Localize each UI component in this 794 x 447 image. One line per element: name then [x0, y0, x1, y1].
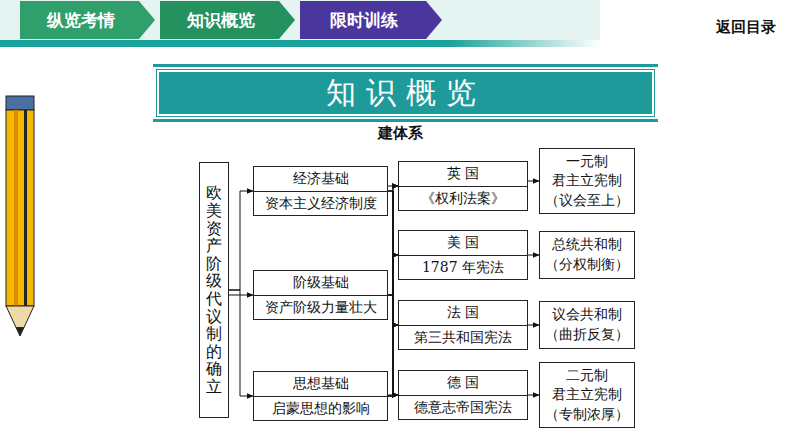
box-text: 纵览考情: [47, 9, 115, 32]
nav-tab: 限时训练: [300, 1, 442, 39]
box-text: （曲折反复）: [544, 325, 630, 345]
box-text: （分权制衡）: [544, 255, 630, 275]
two-row-box: 美 国1787 年宪法: [398, 230, 528, 280]
connector: [528, 255, 539, 256]
result-box: 议会共和制（曲折反复）: [539, 301, 635, 348]
band-rule: [153, 64, 658, 67]
box-body: 资本主义经济制度: [254, 191, 387, 216]
box-text: 一元制 君主立宪制: [544, 152, 630, 191]
tab-shape: [160, 1, 295, 39]
box-text: （专制浓厚）: [544, 405, 630, 425]
box-body: 德意志帝国宪法: [399, 395, 527, 420]
box-text: 欧美资产阶级代议制的确立: [206, 184, 222, 395]
box-heading: 经济基础: [254, 167, 387, 191]
teal-strip: [0, 40, 600, 47]
box-body: 1787 年宪法: [399, 255, 527, 280]
box-text: 知识概览: [326, 73, 486, 114]
box-body: 资产阶级力量壮大: [254, 295, 387, 320]
two-row-box: 思想基础启蒙思想的影响: [253, 371, 388, 421]
box-body: 第三共和国宪法: [399, 325, 527, 350]
connector: [229, 295, 253, 296]
connector: [388, 255, 398, 396]
box-heading: 阶级基础: [254, 271, 387, 295]
connector: [528, 181, 539, 182]
two-row-box: 阶级基础资产阶级力量壮大: [253, 270, 388, 320]
box-heading: 英 国: [399, 162, 527, 186]
box-text: 知识概览: [187, 9, 255, 32]
box-body: 《权利法案》: [399, 186, 527, 211]
box-text: 议会共和制: [544, 305, 630, 325]
section-heading: 建体系: [378, 124, 423, 143]
nav-tab: 知识概览: [160, 1, 295, 39]
connector: [388, 325, 398, 396]
result-box: 一元制 君主立宪制（议会至上）: [539, 148, 635, 215]
box-heading: 法 国: [399, 301, 527, 325]
two-row-box: 英 国《权利法案》: [398, 161, 528, 211]
connector: [528, 395, 539, 396]
result-box: 二元制 君主立宪制（专制浓厚）: [539, 362, 635, 429]
connector: [528, 325, 539, 326]
result-box: 总统共和制（分权制衡）: [539, 231, 635, 278]
nav-tab: 纵览考情: [20, 1, 155, 39]
box-heading: 思想基础: [254, 372, 387, 396]
two-row-box: 德 国德意志帝国宪法: [398, 370, 528, 420]
pencil: [6, 96, 34, 336]
root-box: 欧美资产阶级代议制的确立: [199, 162, 229, 418]
nav-link: 返回目录: [716, 18, 776, 37]
box-text: 二元制 君主立宪制: [544, 366, 630, 405]
box-heading: 德 国: [399, 371, 527, 395]
tab-shape: [20, 1, 155, 39]
tab-shape: [300, 1, 442, 39]
box-heading: 美 国: [399, 231, 527, 255]
band-rule: [153, 119, 658, 122]
connector: [388, 186, 398, 396]
connector: [229, 191, 253, 290]
connector: [388, 395, 398, 396]
connector: [229, 290, 253, 396]
header-band: 知识概览: [157, 70, 654, 116]
two-row-box: 经济基础资本主义经济制度: [253, 166, 388, 216]
box-text: （议会至上）: [544, 191, 630, 211]
box-text: 总统共和制: [544, 235, 630, 255]
two-row-box: 法 国第三共和国宪法: [398, 300, 528, 350]
box-text: 限时训练: [330, 9, 398, 32]
tab-bar: [0, 0, 600, 40]
box-body: 启蒙思想的影响: [254, 396, 387, 421]
